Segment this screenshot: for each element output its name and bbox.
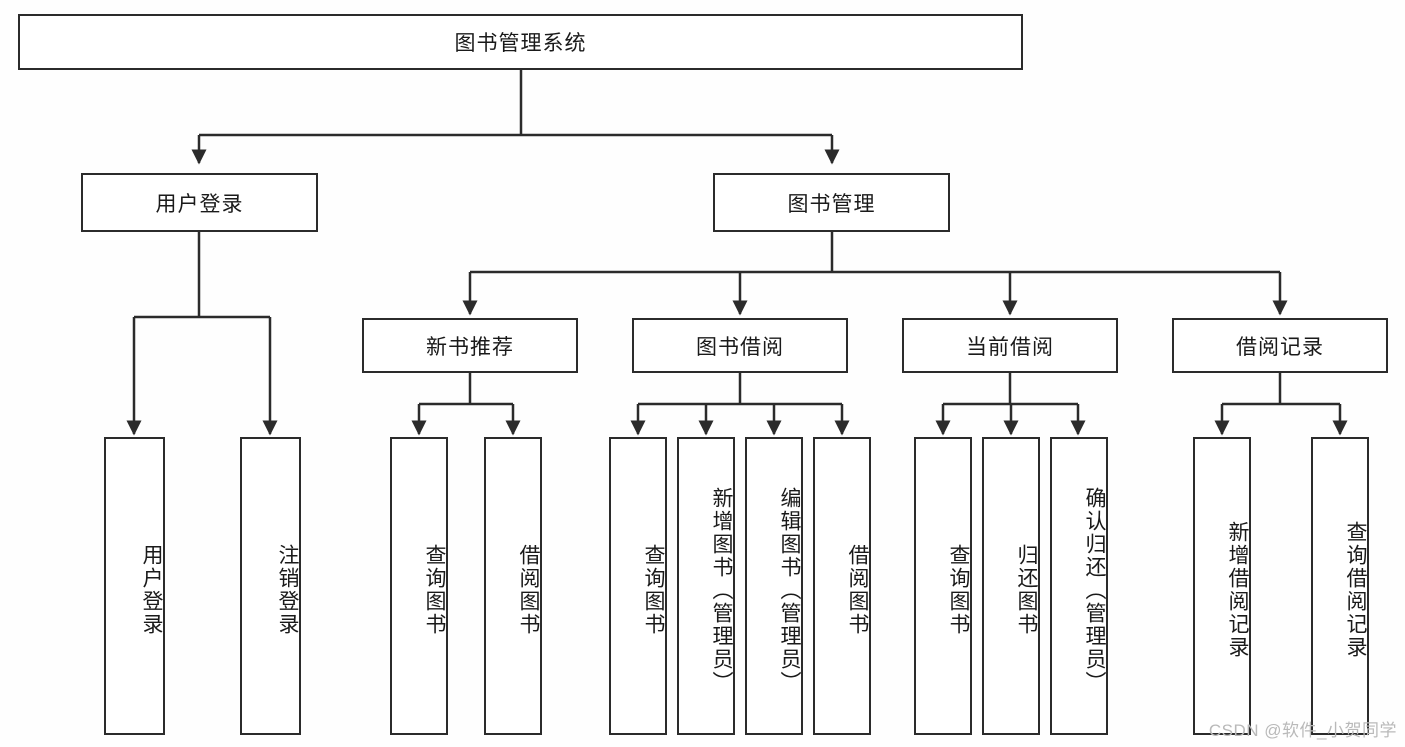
node-label: 查询借阅记录 [1344,521,1367,659]
leaf-book-borrow-query[interactable]: 查询图书 [609,437,667,735]
csdn-watermark: CSDN @软件_小贺同学 [1208,721,1397,740]
leaf-user-login-signout[interactable]: 注销登录 [240,437,301,735]
node-label: 编辑图书（管理员） [778,486,801,694]
node-borrow-record[interactable]: 借阅记录 [1172,318,1388,373]
node-new-book-recommend[interactable]: 新书推荐 [362,318,578,373]
leaf-book-borrow-borrow[interactable]: 借阅图书 [813,437,871,735]
node-label: 注销登录 [276,544,299,636]
leaf-book-borrow-add[interactable]: 新增图书（管理员） [677,437,735,735]
node-label: 归还图书 [1015,544,1038,636]
node-label: 查询图书 [642,544,665,636]
node-label: 用户登录 [155,192,244,216]
leaf-current-borrow-confirm-return[interactable]: 确认归还（管理员） [1050,437,1108,735]
leaf-current-borrow-return[interactable]: 归还图书 [982,437,1040,735]
node-label: 当前借阅 [966,335,1054,359]
leaf-borrow-record-query[interactable]: 查询借阅记录 [1311,437,1369,735]
node-label: 查询图书 [423,544,446,636]
node-user-login[interactable]: 用户登录 [81,173,318,232]
node-label: 新增图书（管理员） [710,486,733,694]
node-label: 图书借阅 [696,335,784,359]
node-label: 图书管理 [787,192,876,216]
leaf-book-borrow-edit[interactable]: 编辑图书（管理员） [745,437,803,735]
node-label: 查询图书 [947,544,970,636]
node-root-system[interactable]: 图书管理系统 [18,14,1023,70]
node-label: 用户登录 [140,544,163,636]
node-label: 确认归还（管理员） [1083,486,1106,694]
node-book-management[interactable]: 图书管理 [713,173,950,232]
node-label: 图书管理系统 [454,32,587,55]
node-label: 借阅图书 [517,544,540,636]
node-label: 新增借阅记录 [1226,521,1249,659]
node-book-borrow[interactable]: 图书借阅 [632,318,848,373]
leaf-user-login-signin[interactable]: 用户登录 [104,437,165,735]
node-label: 借阅图书 [846,544,869,636]
node-label: 借阅记录 [1236,335,1324,359]
leaf-new-book-query[interactable]: 查询图书 [390,437,448,735]
leaf-borrow-record-add[interactable]: 新增借阅记录 [1193,437,1251,735]
node-current-borrow[interactable]: 当前借阅 [902,318,1118,373]
leaf-new-book-borrow[interactable]: 借阅图书 [484,437,542,735]
leaf-current-borrow-query[interactable]: 查询图书 [914,437,972,735]
node-label: 新书推荐 [426,335,514,359]
